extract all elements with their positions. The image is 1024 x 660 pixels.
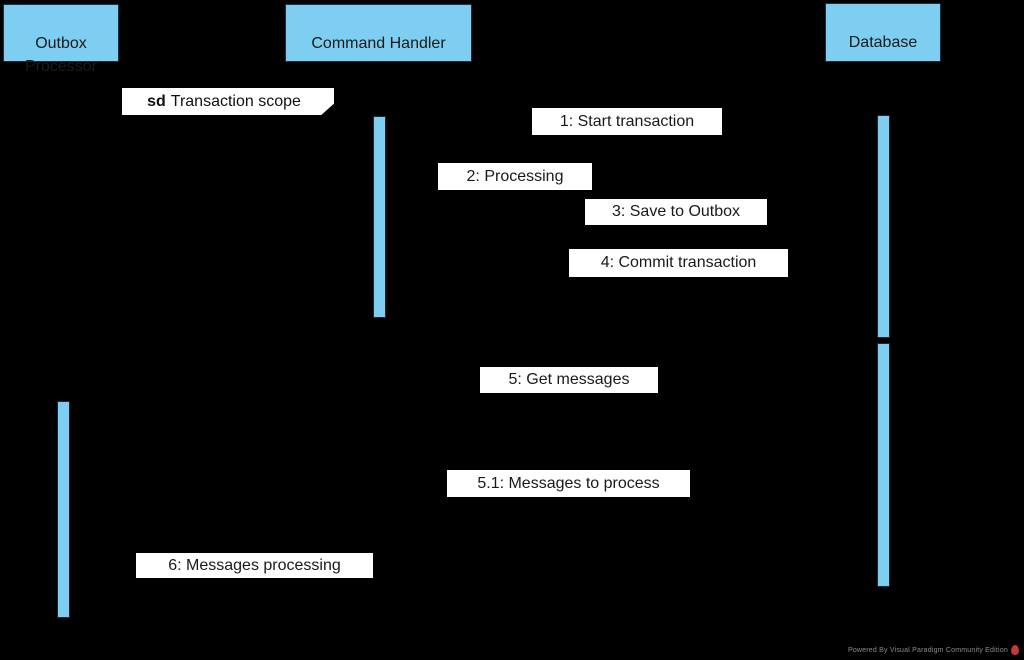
participant-database-label: Database [848, 34, 918, 51]
activation-bar-database-1 [877, 115, 890, 338]
watermark: Powered By Visual Paradigm Community Edi… [848, 645, 1019, 655]
message-label-6: 6: Messages processing [136, 553, 373, 578]
message-label-4: 4: Commit transaction [569, 249, 788, 277]
participant-command-handler: Command Handler [285, 4, 472, 62]
watermark-text: Powered By Visual Paradigm Community Edi… [847, 646, 1008, 654]
activation-bar-database-2 [877, 343, 890, 587]
participant-outbox-processor-label: Outbox Processor [24, 35, 98, 75]
activation-bar-outbox-processor [57, 401, 70, 618]
fragment-keyword: sd [147, 92, 166, 110]
message-label-3: 3: Save to Outbox [585, 199, 767, 225]
visual-paradigm-logo-icon [1011, 645, 1019, 655]
fragment-name: Transaction scope [170, 92, 301, 110]
activation-bar-command-handler [373, 116, 386, 318]
fragment-label: sd Transaction scope [122, 88, 334, 115]
message-label-5: 5: Get messages [480, 367, 658, 393]
participant-command-handler-label: Command Handler [311, 35, 446, 52]
participant-database: Database [825, 3, 941, 62]
message-label-5-1: 5.1: Messages to process [447, 470, 690, 497]
message-label-2: 2: Processing [438, 163, 592, 190]
participant-outbox-processor: Outbox Processor [3, 4, 119, 75]
message-label-1: 1: Start transaction [532, 108, 722, 135]
